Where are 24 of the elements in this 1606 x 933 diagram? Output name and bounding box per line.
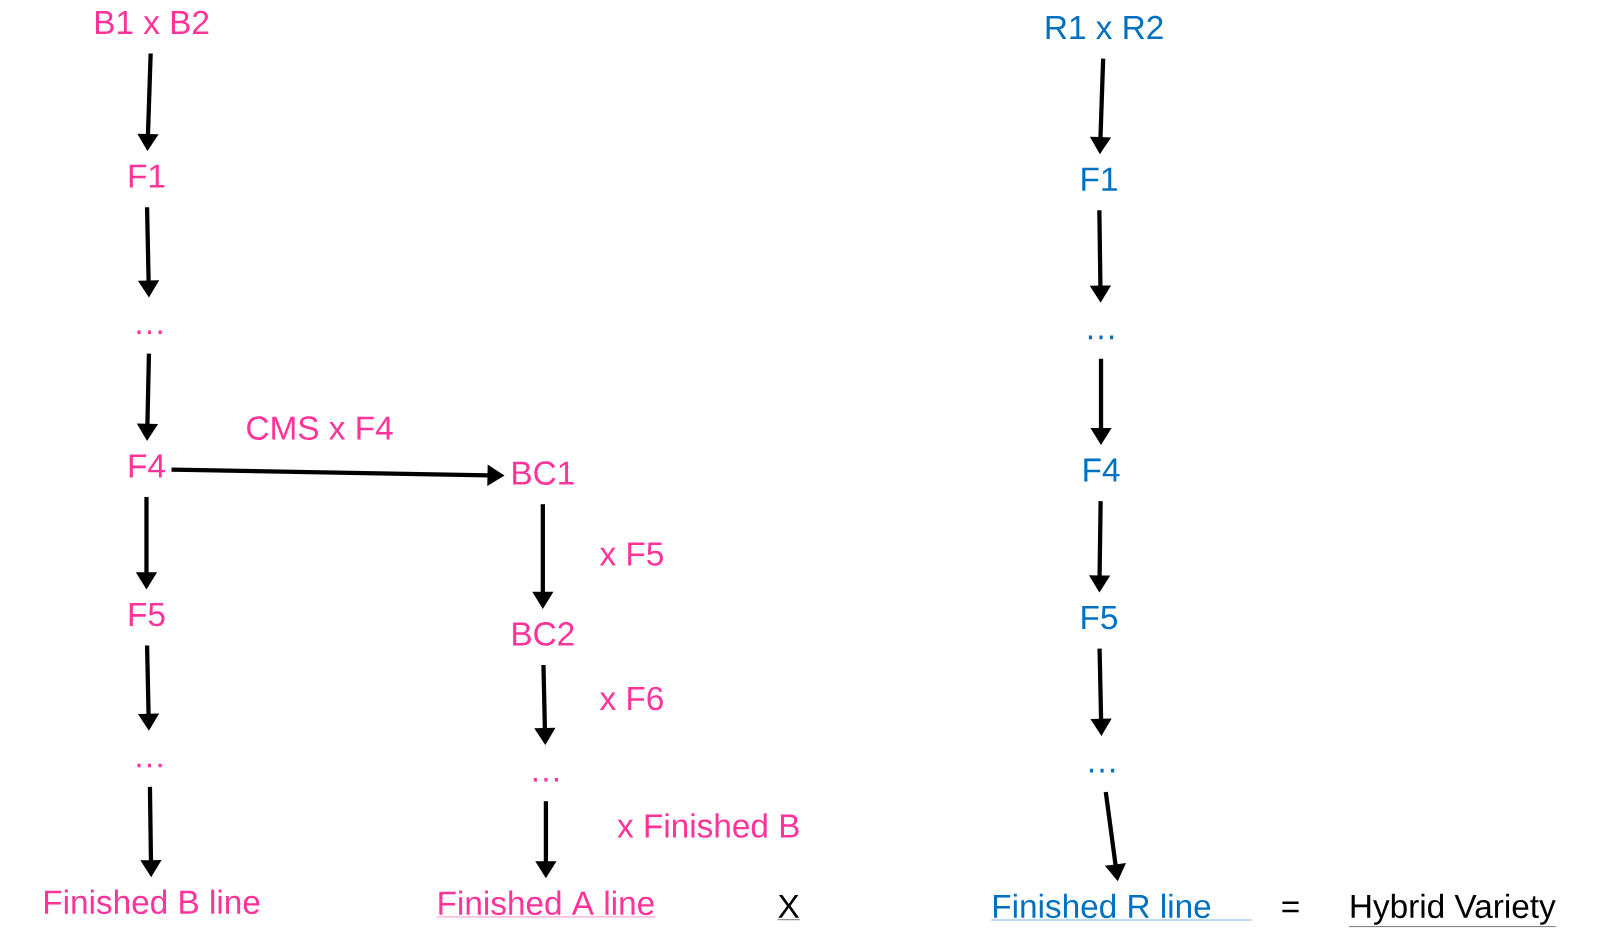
edge-label: x Finished B: [617, 813, 799, 838]
generation-label: F4: [1084, 458, 1120, 482]
generation-label: F4: [129, 454, 165, 478]
generation-label: BC2: [513, 622, 574, 646]
generation-label: Finished R line: [991, 893, 1252, 921]
edge-label: x F5: [599, 542, 663, 566]
generation-label: B1 x B2: [95, 10, 209, 34]
edge-label: x F6: [599, 686, 663, 711]
generation-label: BC1: [513, 461, 574, 485]
generation-label: Finished B line: [45, 889, 260, 915]
generation-label: F5: [1082, 606, 1118, 630]
edge-label: CMS x F4: [247, 416, 393, 440]
generation-label: …: [137, 330, 162, 335]
result-label: Hybrid Variety: [1348, 893, 1557, 927]
generation-label: F1: [1082, 167, 1117, 191]
generation-label: …: [533, 778, 559, 782]
generation-label: F1: [129, 164, 165, 188]
generation-label: …: [1088, 335, 1114, 340]
generation-label: …: [1089, 768, 1115, 773]
generation-label: …: [137, 763, 162, 768]
generation-label: Finished A line: [436, 890, 656, 918]
result-label: X: [777, 894, 801, 920]
generation-label: F5: [129, 603, 165, 627]
generation-label: R1 x R2: [1046, 15, 1163, 40]
